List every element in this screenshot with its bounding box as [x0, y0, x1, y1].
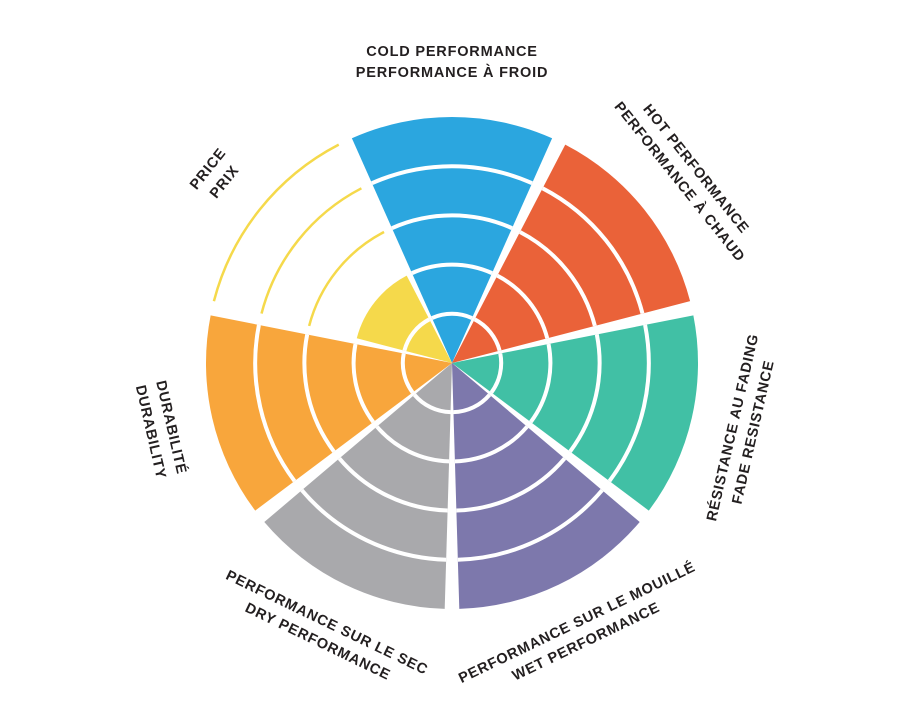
wedge-fade-resistance: [452, 315, 699, 511]
ring-divider-arc-durability-3: [302, 334, 336, 453]
category-label-line: PERFORMANCE À FROID: [355, 65, 549, 81]
category-label-cold-performance: COLD PERFORMANCE PERFORMANCE À FROID: [356, 42, 548, 84]
ring-divider-arc-wet-performance-4: [457, 488, 604, 562]
ring-divider-arc-durability-2: [351, 343, 375, 424]
ring-divider-arc-cold-performance-1: [431, 311, 473, 320]
ring-divider-arc-dry-performance-4: [300, 488, 447, 562]
ring-divider-arc-wet-performance-3: [456, 457, 567, 513]
ring-divider-arc-durability-1: [400, 353, 415, 394]
ring-divider-arc-dry-performance-1: [412, 393, 451, 415]
ring-divider-arc-cold-performance-3: [391, 213, 513, 231]
ring-divider-arc-dry-performance-3: [337, 457, 448, 513]
ring-divider-arc-fade-resistance-2: [529, 343, 553, 424]
ring-divider-arc-wet-performance-1: [453, 393, 492, 415]
unfilled-ring-arc-price-5: [212, 143, 340, 302]
ring-divider-arc-price-1: [402, 317, 431, 352]
ring-divider-arc-fade-resistance-3: [568, 334, 602, 453]
ring-divider-arc-hot-performance-1: [473, 317, 502, 352]
wedge-dry-performance: [264, 363, 452, 609]
ring-divider-arc-dry-performance-2: [375, 425, 450, 464]
unfilled-ring-arc-price-4: [260, 187, 362, 314]
ring-divider-arc-fade-resistance-4: [607, 324, 651, 483]
ring-divider-arc-durability-4: [253, 324, 297, 483]
wedge-durability: [205, 315, 452, 511]
ring-divider-arc-hot-performance-3: [519, 230, 597, 327]
wedge-hot-performance: [452, 144, 691, 363]
ring-divider-arc-cold-performance-2: [411, 262, 493, 275]
wedge-price: [356, 275, 452, 363]
wedge-wet-performance: [452, 363, 640, 609]
ring-divider-arc-fade-resistance-1: [489, 353, 504, 394]
ring-divider-arc-hot-performance-4: [541, 186, 645, 315]
category-label-line: COLD PERFORMANCE: [366, 44, 538, 60]
ring-divider-arc-wet-performance-2: [454, 425, 529, 464]
wedge-cold-performance: [351, 116, 553, 363]
unfilled-ring-arc-price-3: [307, 230, 385, 327]
ring-divider-arc-cold-performance-4: [371, 164, 533, 186]
ring-divider-arc-hot-performance-2: [496, 273, 550, 339]
